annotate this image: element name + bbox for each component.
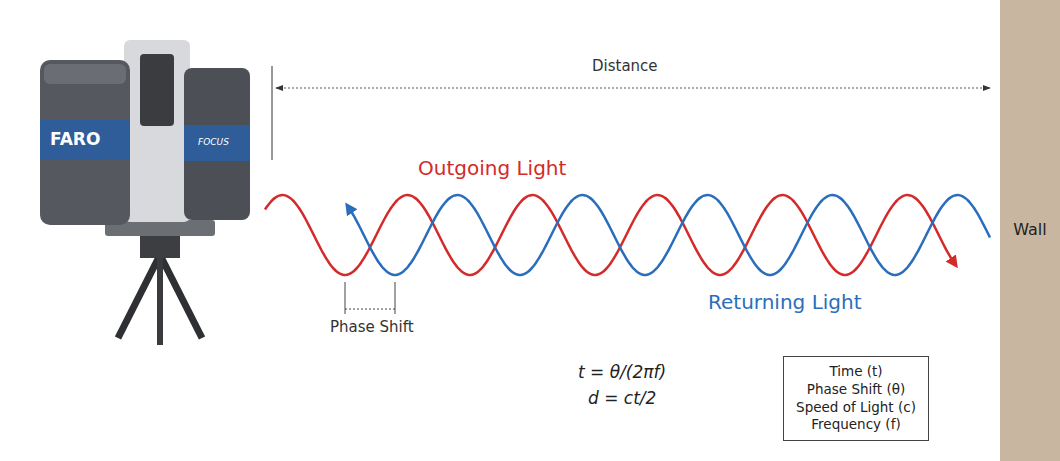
node-text: Time (t) — [829, 363, 882, 381]
formula: t = θ/(2πf) — [578, 362, 666, 382]
formula: d = ct/2 — [588, 388, 656, 408]
node-text: Wall — [1013, 220, 1047, 241]
wave-label: Outgoing Light — [418, 156, 566, 180]
brand-text: FARO — [50, 129, 100, 149]
returning-wave — [348, 195, 990, 275]
laser-scanner — [40, 40, 250, 345]
node-text: Frequency (f) — [811, 416, 900, 434]
node-text: Phase Shift (θ) — [807, 381, 905, 399]
node-text: Speed of Light (c) — [796, 399, 916, 417]
model-text: FOCUS — [198, 137, 229, 148]
outgoing-wave — [265, 195, 955, 275]
distance-arrow — [276, 88, 990, 89]
phase-bracket — [345, 282, 395, 314]
definition-box: Time (t)Phase Shift (θ)Speed of Light (c… — [783, 356, 929, 441]
wall-band: Wall — [1000, 0, 1060, 461]
dimension-label: Distance — [592, 57, 658, 75]
dimension-tick — [272, 66, 273, 160]
wave-label: Returning Light — [708, 290, 862, 314]
bracket-label: Phase Shift — [330, 318, 414, 336]
